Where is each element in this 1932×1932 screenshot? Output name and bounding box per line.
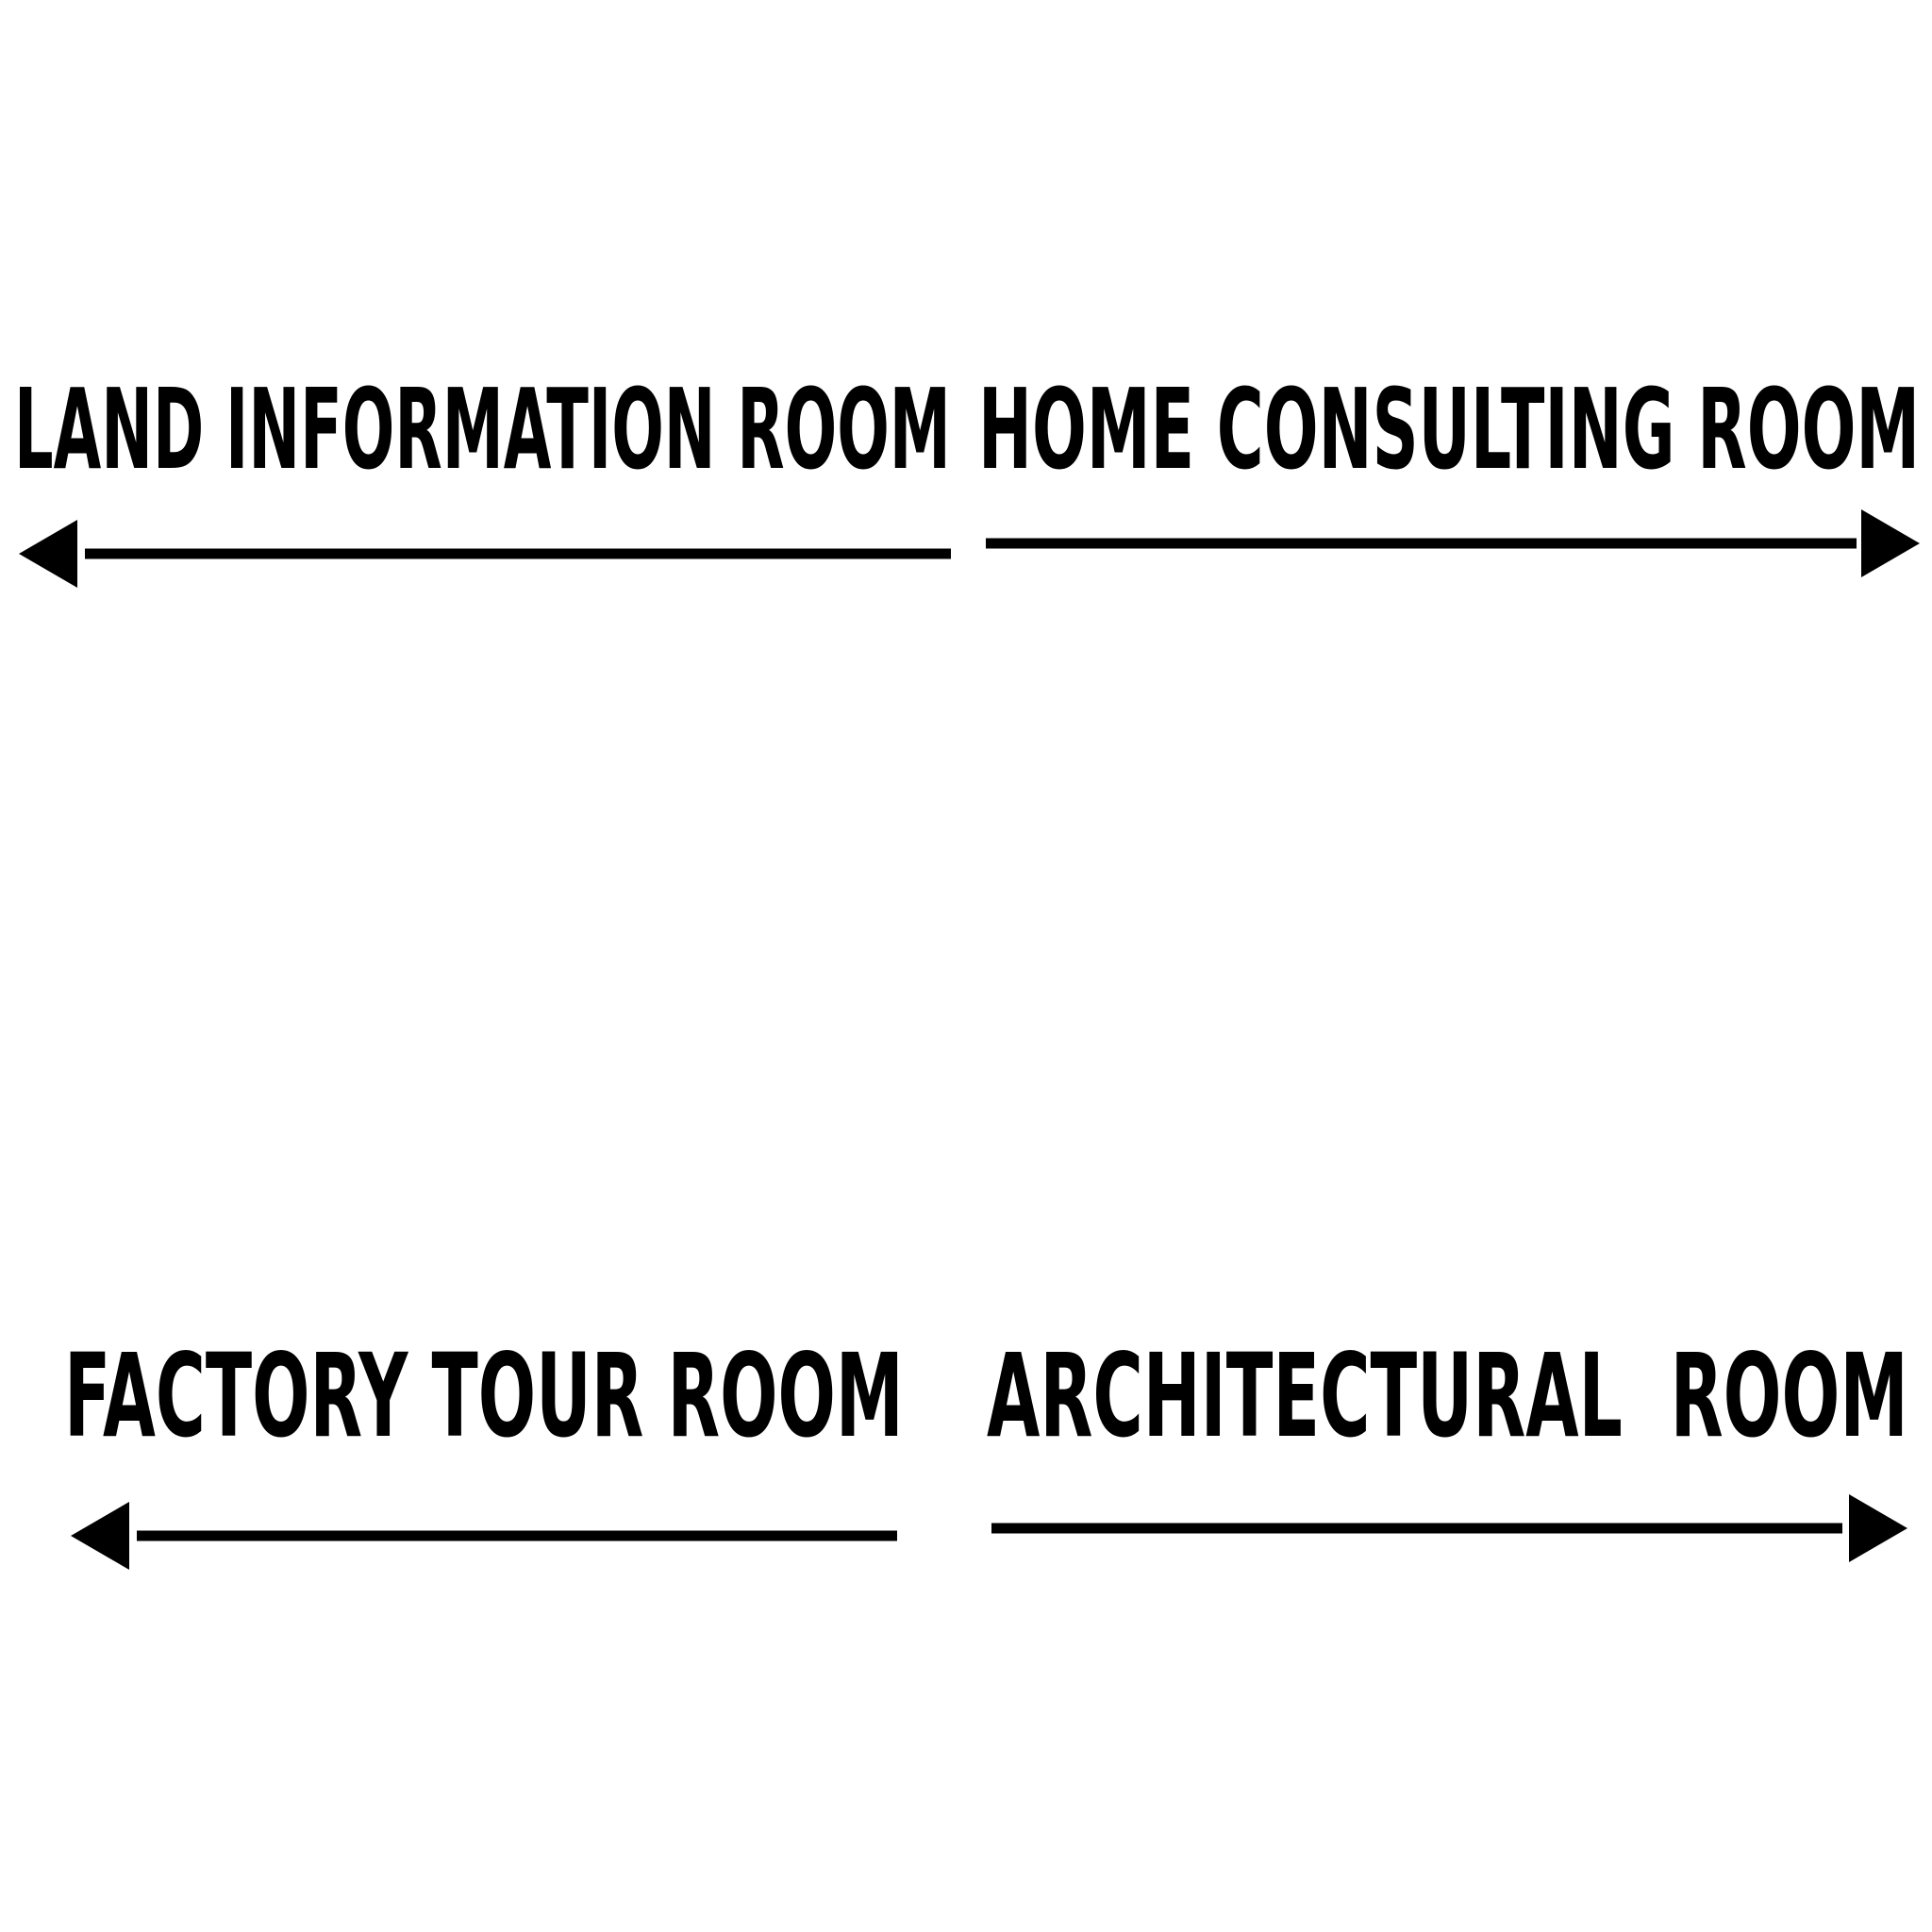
arrow-right-architectural [991,1494,1907,1562]
arrowhead-right-icon [1861,509,1920,577]
sign-label-home-consulting-room: HOME CONSULTING ROOM [978,364,1921,494]
arrowhead-left-icon [71,1502,129,1570]
arrow-left-land-information [19,520,951,588]
sign-label-land-information-room: LAND INFORMATION ROOM [14,364,951,494]
sign-label-factory-tour-room: FACTORY TOUR ROOM [64,1329,904,1463]
arrowhead-right-icon [1849,1494,1907,1562]
arrowhead-left-icon [19,520,77,588]
arrow-left-factory-tour [71,1502,897,1570]
sign-label-architectural-room: ARCHITECTURAL ROOM [987,1329,1908,1463]
arrow-right-home-consulting [986,509,1920,577]
